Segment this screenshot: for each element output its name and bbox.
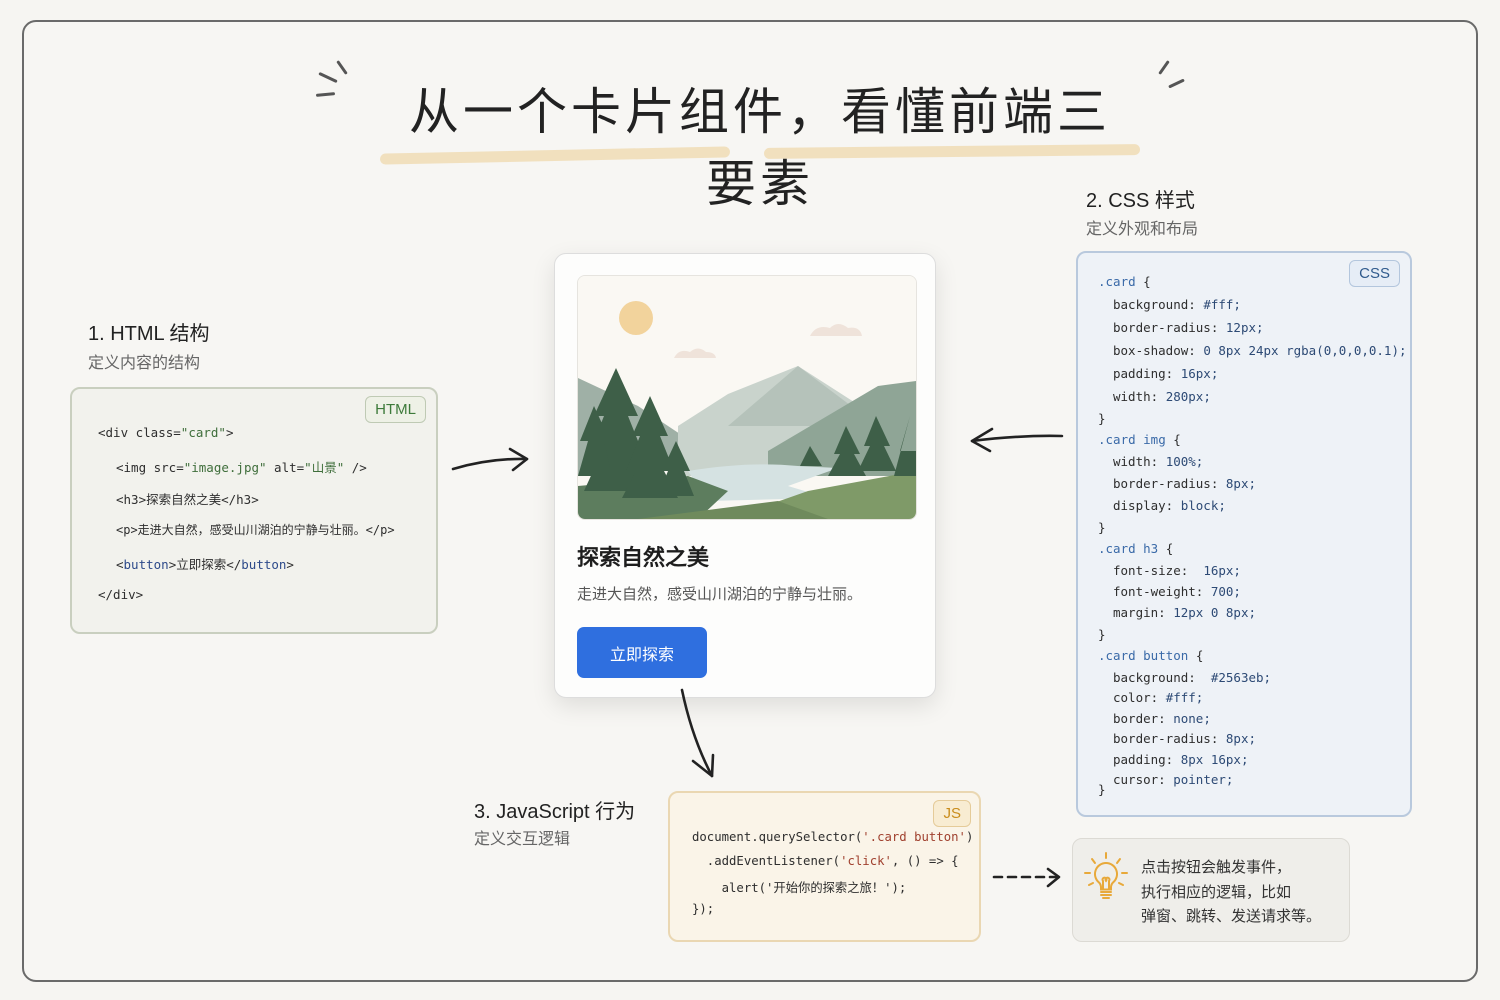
code-line: border-radius: 8px; [1113,731,1256,746]
code-line: margin: 12px 0 8px; [1113,605,1257,620]
html-badge: HTML [365,396,426,423]
code-line: <button>立即探索</button> [116,557,294,572]
event-note: 点击按钮会触发事件， 执行相应的逻辑，比如 弹窗、跳转、发送请求等。 [1072,838,1350,942]
arrow-card-to-js [680,688,715,778]
code-line: } [1098,627,1106,642]
code-line: padding: 8px 16px; [1113,752,1249,767]
code-line: border-radius: 8px; [1113,476,1256,491]
code-line: display: block; [1113,498,1226,513]
code-line: border: none; [1113,711,1211,726]
code-line: font-weight: 700; [1113,584,1241,599]
css-section-heading: 2. CSS 样式 [1086,190,1195,212]
card-preview: 探索自然之美 走进大自然，感受山川湖泊的宁静与壮丽。 立即探索 [554,253,936,698]
js-section-heading: 3. JavaScript 行为 [474,801,636,823]
code-line: <p>走进大自然，感受山川湖泊的宁静与壮丽。</p> [116,523,395,537]
code-line: padding: 16px; [1113,366,1219,381]
css-badge: CSS [1349,260,1400,287]
page-title: 从一个卡片组件，看懂前端三要素 [409,83,1111,213]
js-section-subtitle: 定义交互逻辑 [474,829,571,848]
code-line: } [1098,411,1106,426]
lightbulb-icon [1084,852,1128,899]
code-line: .card img { [1098,432,1181,447]
code-line: border-radius: 12px; [1113,320,1264,335]
code-line: <h3>探索自然之美</h3> [116,492,259,507]
html-code-block: HTML <div class="card"> <img src="image.… [70,387,438,634]
css-code-block: CSS .card { background: #fff; border-radiu… [1076,251,1412,817]
code-line: background: #2563eb; [1113,670,1272,685]
js-badge: JS [933,800,971,827]
code-line: document.querySelector('.card button') [692,830,974,844]
code-line: <img src="image.jpg" alt="山景" /> [116,460,367,475]
code-line: } [1098,782,1106,797]
code-line: background: #fff; [1113,297,1241,312]
code-line: width: 280px; [1113,389,1211,404]
code-line: .card h3 { [1098,541,1174,556]
html-section-subtitle: 定义内容的结构 [88,353,201,372]
arrow-js-to-note [992,867,1061,888]
code-line: width: 100%; [1113,454,1204,469]
code-line: alert('开始你的探索之旅！'); [692,881,907,895]
card-description: 走进大自然，感受山川湖泊的宁静与壮丽。 [577,585,863,603]
code-line: } [1098,520,1106,535]
arrow-css-to-card [970,427,1064,453]
code-line: .addEventListener('click', () => { [692,854,959,868]
card-image [577,275,917,520]
code-line: }); [692,902,715,916]
explore-button[interactable]: 立即探索 [577,627,707,678]
html-section-heading: 1. HTML 结构 [88,323,210,345]
css-section-subtitle: 定义外观和布局 [1086,219,1199,238]
code-line: box-shadow: 0 8px 24px rgba(0,0,0,0.1); [1113,343,1407,358]
arrow-html-to-card [451,447,529,472]
code-line: .card { [1098,274,1151,289]
code-line: cursor: pointer; [1113,772,1234,787]
code-line: </div> [98,587,144,602]
code-line: font-size: 16px; [1113,563,1241,578]
js-code-block: JS document.querySelector('.card button'… [668,791,981,942]
code-line: .card button { [1098,648,1204,663]
note-text: 点击按钮会触发事件， 执行相应的逻辑，比如 弹窗、跳转、发送请求等。 [1141,858,1322,925]
code-line: color: #fff; [1113,690,1204,705]
mountain-lake-landscape-icon [578,276,916,519]
code-line: <div class="card"> [98,425,234,440]
card-heading: 探索自然之美 [577,546,710,571]
